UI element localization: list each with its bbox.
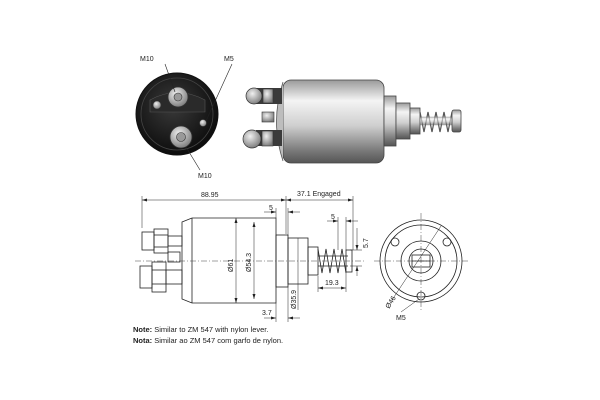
small-terminal-right xyxy=(199,119,207,127)
note-english-text: Similar to ZM 547 with nylon lever. xyxy=(154,325,269,334)
dim-end-thread: M5 xyxy=(396,315,406,322)
drawing-side-elevation xyxy=(139,217,353,304)
photo-end-view: M10 M5 M10 xyxy=(135,56,234,180)
callout-m10-bottom: M10 xyxy=(198,173,212,180)
dim-inner-dia: Ø54.3 xyxy=(246,253,253,272)
callout-m10-top: M10 xyxy=(140,56,154,63)
dim-flange-gap: 5 xyxy=(269,205,273,212)
dim-plunger-tip: 19.3 xyxy=(325,280,339,287)
drawing-spring xyxy=(317,248,347,274)
dim-bolt-circle: Ø46 xyxy=(385,295,398,310)
dim-body-dia: Ø61 xyxy=(228,259,235,272)
note-portuguese-label: Nota: xyxy=(133,336,153,345)
dim-flange-thickness: 3.7 xyxy=(262,310,272,317)
callout-m5: M5 xyxy=(224,56,234,63)
dimension-labels: 88.95 37.1 Engaged 5 5 19.3 3.7 5.7 Ø61 … xyxy=(201,191,406,322)
note-portuguese: Nota: Similar ao ZM 547 com garfo de nyl… xyxy=(133,336,283,345)
photo-side-view xyxy=(242,79,462,164)
drawing-end-view xyxy=(379,219,463,313)
small-terminal-left xyxy=(152,100,162,110)
dim-engaged-length: 37.1 Engaged xyxy=(297,191,341,198)
note-english-label: Note: xyxy=(133,325,153,334)
note-portuguese-text: Similar ao ZM 547 com garfo de nylon. xyxy=(154,336,284,345)
dim-overall-length: 88.95 xyxy=(201,192,219,199)
note-english: Note: Similar to ZM 547 with nylon lever… xyxy=(133,325,268,334)
dim-offset-vertical: 5.7 xyxy=(363,238,370,248)
dim-plunger-gap: 5 xyxy=(331,214,335,221)
dim-nose-dia: Ø35.9 xyxy=(291,290,298,309)
photo-spring xyxy=(419,111,453,133)
